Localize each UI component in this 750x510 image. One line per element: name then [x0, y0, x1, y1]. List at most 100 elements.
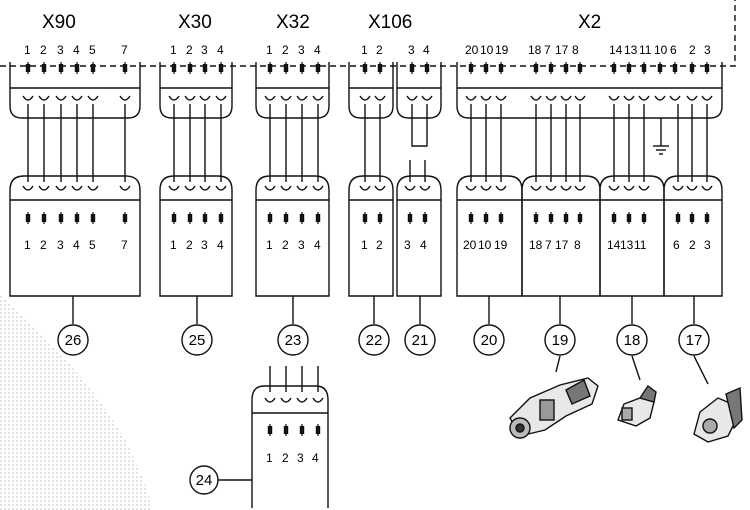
pin-label: 4 — [217, 238, 224, 252]
pin-socket — [184, 185, 196, 191]
pin-label: 1 — [266, 451, 273, 465]
pin-label: 2 — [689, 43, 696, 57]
x32-top-pins: 1 2 3 4 — [266, 43, 321, 57]
connector-title-x106: X106 — [368, 12, 412, 33]
pin-slot — [171, 62, 177, 74]
pin-label: 2 — [40, 43, 47, 57]
pin-slot — [689, 62, 695, 74]
pin-socket — [495, 185, 507, 191]
pin-slot — [704, 212, 710, 224]
pin-socket — [574, 185, 586, 191]
top-connector-body — [396, 62, 442, 119]
pin-socket — [421, 95, 433, 101]
pin-slot — [533, 212, 539, 224]
pin-label: 10 — [480, 43, 494, 57]
pin-socket — [22, 95, 34, 101]
pin-slot — [187, 62, 193, 74]
pin-label: 1 — [170, 43, 177, 57]
pin-label: 3 — [404, 238, 411, 252]
pin-label: 1 — [361, 43, 368, 57]
pin-socket — [264, 397, 276, 403]
pin-slot — [657, 62, 663, 74]
pin-label: 11 — [639, 43, 652, 57]
top-connector-bodies — [9, 62, 723, 119]
pin-socket — [406, 95, 418, 101]
pin-socket — [168, 185, 180, 191]
callout-circle — [181, 324, 213, 356]
pin-label: 13 — [624, 43, 638, 57]
pin-socket — [419, 185, 431, 191]
pin-socket — [199, 95, 211, 101]
pin-slot — [41, 62, 47, 74]
pin-slot — [672, 62, 678, 74]
pin-socket — [686, 95, 698, 101]
pin-socket — [638, 95, 650, 101]
pin-label: 2 — [186, 43, 193, 57]
pin-label: 3 — [297, 451, 304, 465]
pin-socket — [55, 185, 67, 191]
pin-label: 4 — [423, 43, 430, 57]
pin-label: 3 — [57, 43, 64, 57]
connector-title-x90: X90 — [42, 12, 76, 33]
pin-slot — [611, 62, 617, 74]
pin-socket — [374, 185, 386, 191]
pin-slot — [362, 212, 368, 224]
callout-number: 19 — [552, 332, 569, 349]
pin-slot — [424, 62, 430, 74]
pin-socket — [184, 95, 196, 101]
x30-top-pins: 1 2 3 4 — [170, 43, 224, 57]
pin-slot — [626, 62, 632, 74]
pin-socket — [686, 185, 698, 191]
ground-symbol — [653, 118, 669, 155]
pin-socket — [296, 95, 308, 101]
pin-slot — [283, 424, 289, 436]
pin-label: 2 — [689, 238, 696, 252]
pin-slot — [283, 212, 289, 224]
connector-24-body — [251, 385, 329, 508]
pin-socket — [119, 95, 131, 101]
dashed-frame — [0, 0, 736, 67]
pin-socket — [280, 95, 292, 101]
pin-label: 6 — [673, 238, 680, 252]
pin-socket — [215, 95, 227, 101]
pin-slot — [202, 62, 208, 74]
pin-label: 17 — [555, 238, 569, 252]
pin-label: 20 — [463, 238, 477, 252]
pin-label: 13 — [620, 238, 634, 252]
pin-socket — [87, 95, 99, 101]
pin-socket — [530, 95, 542, 101]
callout-circle — [189, 465, 219, 495]
pin-slot — [74, 62, 80, 74]
x90-top-pins: 1 2 3 4 5 7 — [24, 43, 128, 57]
pin-label: 20 — [465, 43, 479, 57]
mating-connector-body — [456, 175, 523, 297]
pin-slot — [41, 212, 47, 224]
mating-connector-body — [521, 175, 601, 297]
pin-label: 2 — [40, 238, 47, 252]
callout-number: 25 — [189, 332, 206, 349]
pin-slot — [563, 212, 569, 224]
pin-label: 14 — [607, 238, 621, 252]
pin-socket — [701, 95, 713, 101]
pin-label: 7 — [544, 43, 551, 57]
pin-slot — [218, 62, 224, 74]
mating-connector-body — [599, 175, 665, 297]
pin-socket — [480, 185, 492, 191]
pin-label: 4 — [73, 238, 80, 252]
pin-slot — [315, 424, 321, 436]
pin-label: 2 — [282, 451, 289, 465]
pin-label: 3 — [704, 238, 711, 252]
pin-label: 4 — [73, 43, 80, 57]
pin-slot — [577, 212, 583, 224]
pin-slot — [362, 62, 368, 74]
pin-label: 19 — [494, 238, 508, 252]
pin-label: 1 — [170, 238, 177, 252]
pin-slot — [409, 62, 415, 74]
pin-label: 6 — [670, 43, 677, 57]
pin-socket — [312, 397, 324, 403]
pin-slot — [483, 212, 489, 224]
pin-slot — [299, 424, 305, 436]
callout-number: 18 — [624, 332, 641, 349]
pin-label: 8 — [572, 43, 579, 57]
pin-socket — [623, 185, 635, 191]
